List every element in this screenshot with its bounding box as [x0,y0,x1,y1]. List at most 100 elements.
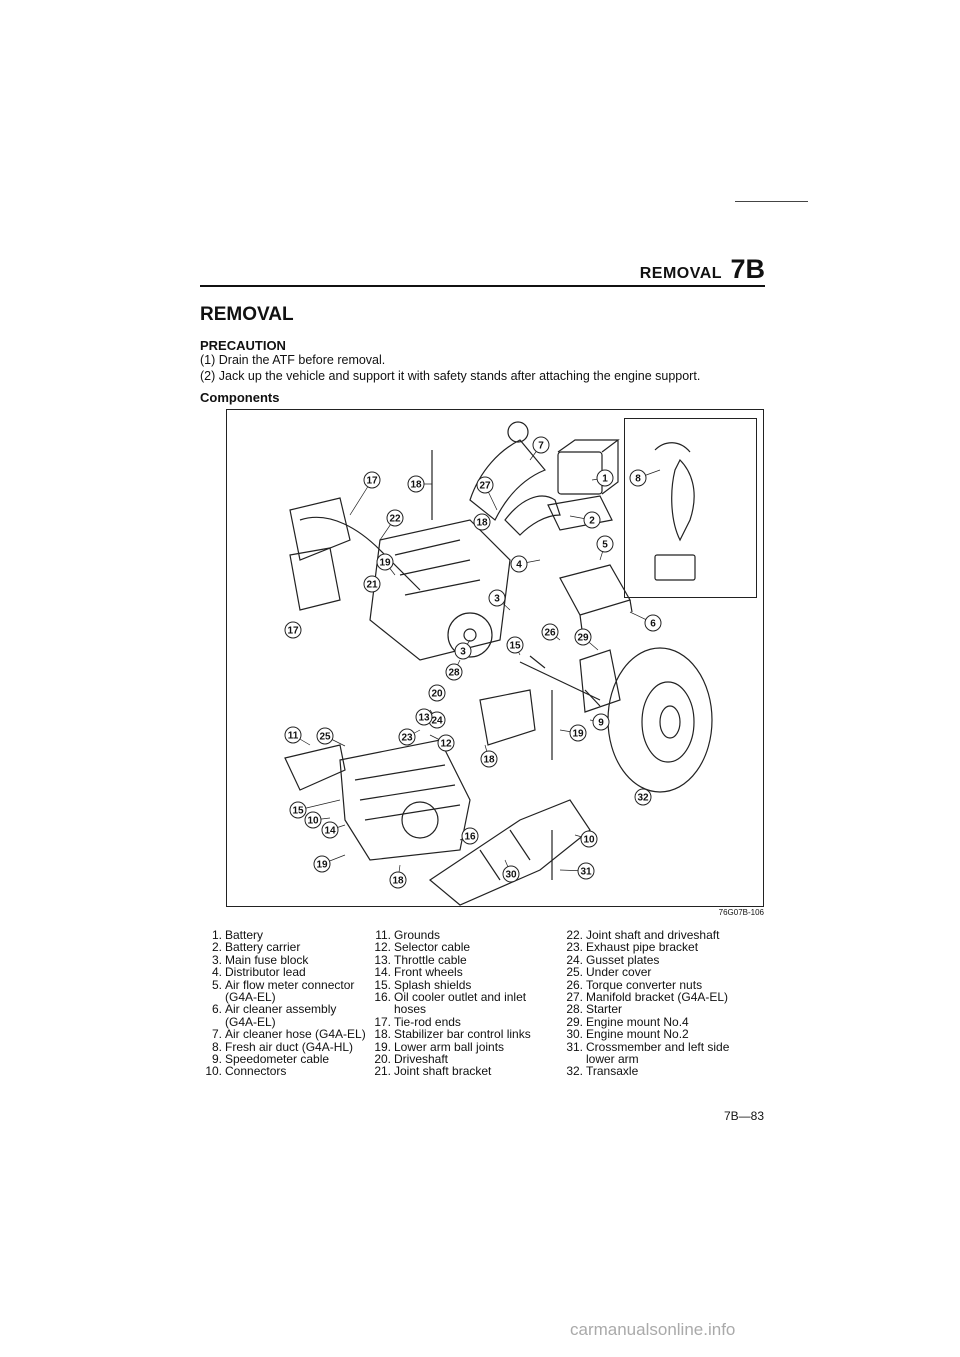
parts-list-item: 19.Lower arm ball joints [369,1039,574,1054]
part-name: Splash shields [394,977,472,992]
callout-number: 30 [505,870,517,881]
parts-list-item: 13.Throttle cable [369,952,574,967]
transaxle-drawing [339,739,471,861]
page-header: REMOVAL 7B [200,254,765,285]
header-section-title: REMOVAL [639,265,723,282]
callout-circle [415,708,433,726]
battery-drawing [557,451,603,495]
splash-shield-right-drawing [479,689,536,746]
callout-circle [407,475,425,493]
parts-list-item: 11.Grounds [369,929,574,942]
callout-circle [476,476,494,494]
part-name: Driveshaft [394,1052,449,1067]
callout-circle [461,827,479,845]
callout-circle [454,642,472,660]
callout-number: 16 [464,832,476,843]
part-name: Air flow meter connector (G4A-EL) [225,977,355,1005]
part-number: 22. [566,928,583,942]
callout-circle [284,726,302,744]
part-name: Battery carrier [225,940,301,955]
part-number: 13. [374,952,391,967]
engine-block-drawing [369,519,511,661]
main-fuse-block-drawing [654,554,696,581]
crossmember-drawing [428,799,591,906]
part-number: 32. [566,1064,583,1079]
parts-list-item: 17.Tie-rod ends [369,1014,574,1029]
part-name: Battery [225,928,264,942]
callout-number: 17 [287,626,299,637]
callout-circle [596,469,614,487]
parts-list-item: 6.Air cleaner assembly (G4A-EL) [200,1003,390,1028]
right-driveshaft-drawing [519,661,601,701]
part-name: Connectors [225,1064,287,1079]
part-number: 7. [211,1027,222,1042]
parts-list-item: 8.Fresh air duct (G4A-HL) [200,1039,390,1054]
callout-number: 3 [460,647,466,658]
parts-list-item: 12.Selector cable [369,941,574,954]
part-name: Tie-rod ends [394,1014,461,1029]
callout-circle [386,509,404,527]
parts-list-item: 21.Joint shaft bracket [369,1065,574,1078]
parts-list-item: 20.Driveshaft [369,1052,574,1067]
callout-number: 7 [538,441,544,452]
callout-circle [577,862,595,880]
callout-number: 10 [307,816,319,827]
callout-circle [541,623,559,641]
callout-number: 19 [316,860,328,871]
parts-list-item: 31.Crossmember and left side lower arm [561,1041,766,1066]
part-name: Transaxle [586,1064,639,1079]
part-name: Crossmember and left side lower arm [586,1039,730,1067]
parts-list-item: 28.Starter [561,1002,766,1017]
part-name: Joint shaft and driveshaft [586,928,720,942]
callout-circle [510,555,528,573]
callout-number: 18 [476,518,488,529]
part-number: 18. [374,1027,391,1042]
callout-circle [634,788,652,806]
under-cover-drawing [284,744,346,791]
part-name: Torque converter nuts [586,977,703,992]
part-name: Oil cooler outlet and inlet hoses [394,990,527,1017]
part-number: 28. [566,1002,583,1017]
callout-number: 15 [509,641,521,652]
callout-circle [506,636,524,654]
callout-circle [445,663,463,681]
parts-list-item: 9.Speedometer cable [200,1052,390,1067]
callout-circle [289,801,307,819]
callout-number: 4 [516,560,522,571]
callout-number: 31 [580,867,592,878]
part-number: 31. [566,1039,583,1054]
part-number: 14. [374,965,391,980]
callout-circle [644,614,662,632]
callout-circle [583,511,601,529]
part-name: Starter [586,1002,623,1017]
part-name: Fresh air duct (G4A-HL) [225,1039,354,1054]
part-number: 5. [211,977,222,992]
callout-number: 18 [392,876,404,887]
callout-number: 32 [637,793,649,804]
callout-number: 25 [319,732,331,743]
callout-number: 21 [366,580,378,591]
callout-circle [316,727,334,745]
parts-list-item: 30.Engine mount No.2 [561,1027,766,1042]
callout-number: 5 [602,540,608,551]
parts-list-item: 18.Stabilizer bar control links [369,1027,574,1042]
callout-number: 8 [635,474,641,485]
part-number: 9. [211,1052,222,1067]
battery-carrier-drawing [547,495,613,531]
callout-number: 9 [598,718,604,729]
callout-number: 6 [650,619,656,630]
page-title: REMOVAL [200,304,294,325]
part-name: Gusset plates [586,952,660,967]
part-number: 16. [374,990,391,1005]
part-number: 30. [566,1027,583,1042]
parts-list-item: 7.Air cleaner hose (G4A-EL) [200,1027,390,1042]
parts-list-item: 5.Air flow meter connector (G4A-EL) [200,977,390,1005]
part-name: Lower arm ball joints [394,1039,505,1054]
part-number: 19. [374,1039,391,1054]
parts-list-item: 29.Engine mount No.4 [561,1015,766,1028]
callout-number: 22 [389,514,401,525]
part-number: 27. [566,990,583,1005]
header-chapter-code: 7B [730,254,765,284]
callout-number: 11 [288,731,299,742]
